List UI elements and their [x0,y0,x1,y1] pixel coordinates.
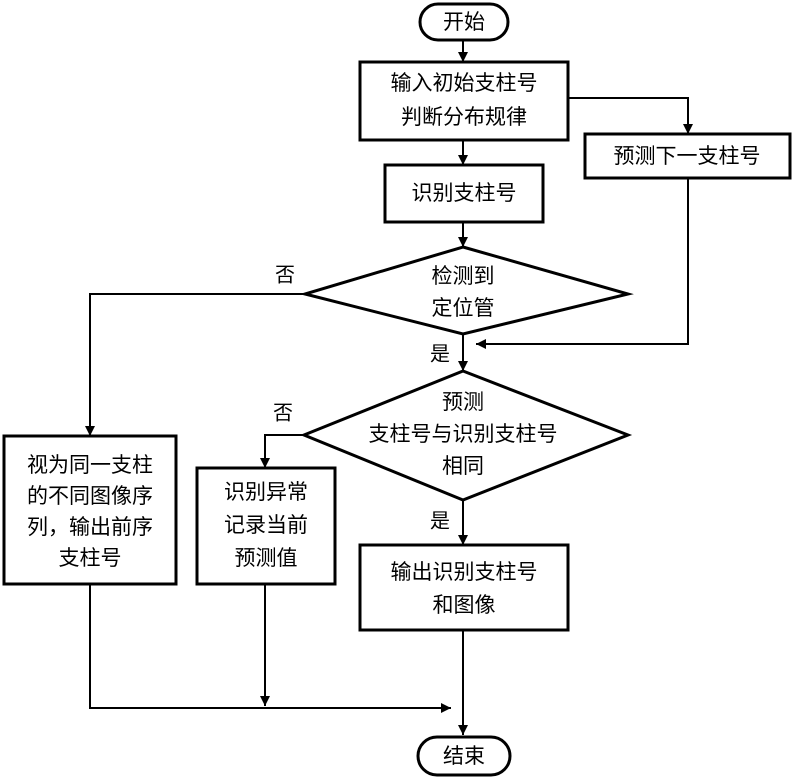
node-predict-next: 预测下一支柱号 [583,132,792,180]
arrow-same-column-to-end [89,584,451,713]
anomaly-line-3: 预测值 [235,546,298,570]
compare-line-2: 支柱号与识别支柱号 [369,422,558,446]
connectors [85,40,693,735]
end-terminal-shape [416,735,512,777]
compare-line-3: 相同 [442,454,484,478]
node-detect-decision: 检测到 定位管 [299,245,634,336]
recognize-label: 识别支柱号 [412,181,517,205]
node-output: 输出识别支柱号 和图像 [358,543,570,632]
node-start: 开始 [418,2,510,42]
node-recognize: 识别支柱号 [383,163,545,224]
detect-no-label: 否 [275,263,295,287]
compare-diamond [300,369,633,502]
node-anomaly: 识别异常 记录当前 预测值 [195,466,337,586]
arrow-input-to-predict-next [568,97,693,134]
detect-diamond [299,245,634,336]
end-label: 结束 [443,744,485,768]
input-line-2: 判断分布规律 [401,105,527,129]
compare-line-1: 预测 [442,390,484,414]
start-terminal-shape [418,2,510,42]
same-column-line-1: 视为同一支柱 [27,453,153,477]
arrow-compare-no-to-anomaly [260,434,304,468]
same-column-line-2: 的不同图像序 [27,484,153,508]
anomaly-line-1: 识别异常 [224,480,308,504]
compare-yes-label: 是 [430,509,450,533]
arrow-predict-next-to-merge [476,178,689,349]
node-compare-decision: 预测 支柱号与识别支柱号 相同 [300,369,633,502]
output-line-1: 输出识别支柱号 [391,560,538,584]
predict-next-box [583,132,792,180]
detect-yes-label: 是 [430,342,450,366]
same-column-line-3: 列，输出前序 [27,515,153,539]
detect-line-1: 检测到 [432,264,495,288]
input-line-1: 输入初始支柱号 [391,71,538,95]
anomaly-line-2: 记录当前 [224,513,308,537]
recognize-box [383,163,545,224]
input-box [358,60,570,142]
start-label: 开始 [443,10,485,34]
detect-line-2: 定位管 [432,296,495,320]
predict-next-label: 预测下一支柱号 [614,144,761,168]
output-line-2: 和图像 [433,593,496,617]
node-input: 输入初始支柱号 判断分布规律 [358,60,570,142]
same-column-box [2,434,178,586]
node-same-column: 视为同一支柱 的不同图像序 列，输出前序 支柱号 [2,434,178,586]
output-box [358,543,570,632]
compare-no-label: 否 [273,401,293,425]
same-column-line-4: 支柱号 [59,546,122,570]
arrow-detect-no-to-same-column [85,293,305,436]
anomaly-box [195,466,337,586]
node-end: 结束 [416,735,512,777]
